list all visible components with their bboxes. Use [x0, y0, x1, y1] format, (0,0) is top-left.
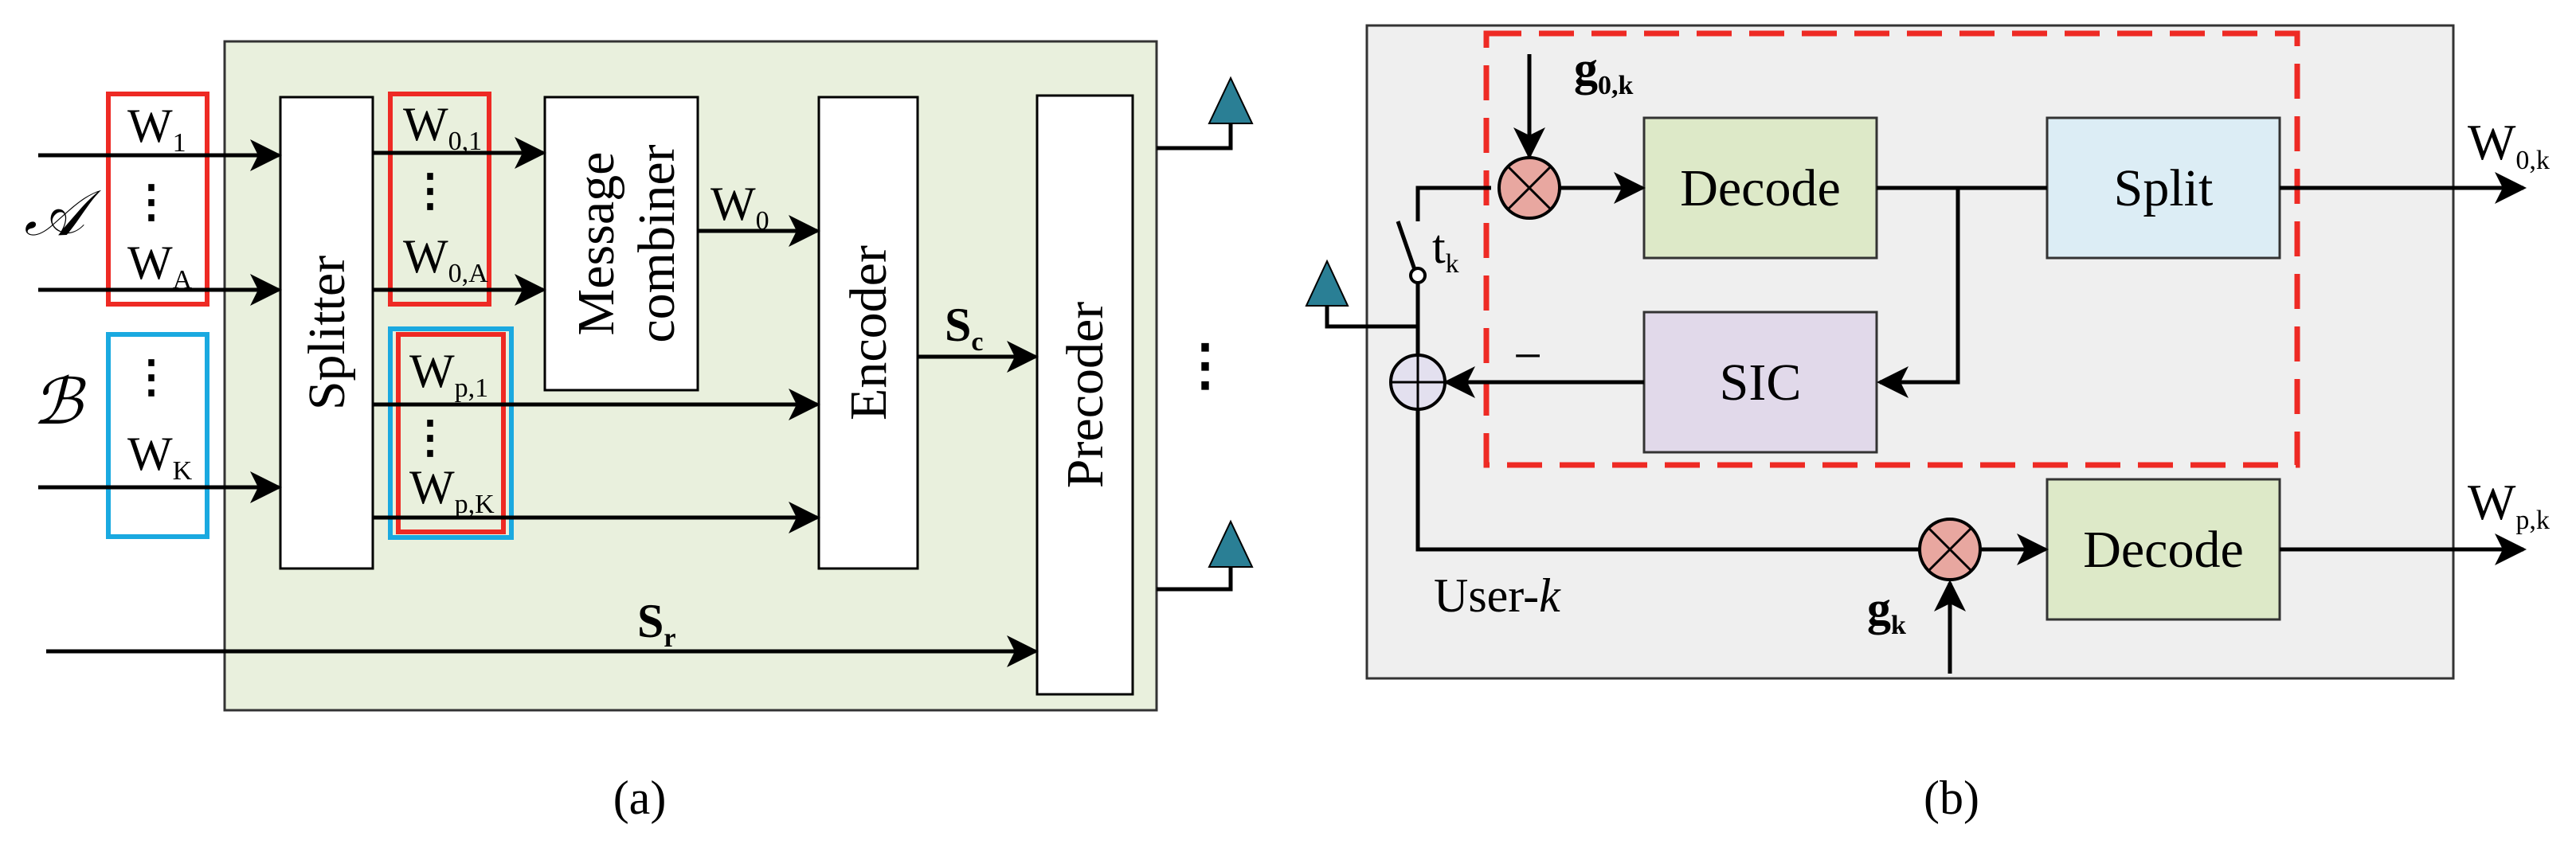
- private-parts-inner-box: [396, 332, 506, 534]
- private-part-wpk-label: Wp,K: [409, 461, 495, 519]
- antenna-top-feed: [1157, 123, 1233, 150]
- panel-a-caption: (a): [613, 772, 667, 824]
- common-stream-sc-label: Sc: [945, 299, 983, 357]
- split-label: Split: [2114, 159, 2214, 217]
- precoder-block: [1035, 94, 1134, 696]
- receiver-antenna-feed: [1325, 279, 1420, 329]
- set-b-label: ℬ: [33, 368, 87, 438]
- decode-bottom-label: Decode: [2083, 521, 2244, 579]
- output-private-label: Wp,k: [2468, 474, 2550, 535]
- private-parts-group-box: [388, 326, 514, 540]
- decode-to-sic-wire: [1877, 188, 1960, 398]
- input-set-a-vdots: ⋮: [129, 178, 174, 227]
- precoder-label: Precoder: [1056, 302, 1114, 489]
- message-combiner-block: [543, 96, 699, 392]
- user-label: User-k: [1434, 569, 1561, 622]
- input-w1-label: W1: [127, 100, 186, 158]
- combiner-label-line2: combiner: [628, 144, 686, 342]
- split-block: [2046, 116, 2281, 260]
- common-part-w0a-label: W0,A: [403, 230, 488, 288]
- encoder-block: [817, 96, 919, 570]
- receiver-antenna-icon: [1305, 259, 1349, 307]
- input-wa-label: WA: [127, 236, 193, 295]
- decode-top-label: Decode: [1680, 159, 1841, 217]
- splitter-label: Splitter: [298, 256, 356, 410]
- panel-a: ⋮ 𝒜 ℬ W1 ⋮ WA ⋮ WK W0,1 ⋮ W0,A Wp,1 ⋮ Wp…: [24, 40, 1254, 824]
- antenna-bottom-icon: [1208, 519, 1254, 568]
- decode-bottom-block: [2046, 478, 2281, 621]
- common-parts-vdots: ⋮: [408, 166, 452, 216]
- panel-b-caption: (b): [1924, 772, 1979, 824]
- sic-label: SIC: [1720, 354, 1802, 412]
- minus-sign: −: [1513, 327, 1542, 384]
- common-part-w01-label: W0,1: [403, 98, 482, 156]
- private-part-wp1-label: Wp,1: [409, 345, 488, 403]
- switch-to-multiplier-wire: [1415, 186, 1491, 221]
- switch-label: tk: [1432, 221, 1459, 279]
- output-common-label: W0,k: [2468, 114, 2550, 175]
- common-parts-group-box: [388, 92, 491, 307]
- decode-top-block: [1642, 116, 1878, 260]
- set-a-label: 𝒜: [24, 179, 101, 249]
- antenna-top-icon: [1208, 76, 1254, 124]
- panel-b: − Decode Split SIC Decode g0,k tk gk Use…: [1305, 24, 2550, 824]
- input-set-b-vdots: ⋮: [129, 353, 174, 402]
- splitter-block: [279, 96, 374, 570]
- combined-message-w0-label: W0: [711, 178, 769, 236]
- set-b-group-box: [106, 332, 209, 539]
- set-a-group-box: [106, 92, 209, 307]
- private-parts-vdots: ⋮: [408, 413, 452, 463]
- switch-contact: [1409, 267, 1427, 284]
- antenna-bottom-feed: [1157, 567, 1233, 592]
- random-stream-sr-label: Sr: [637, 595, 675, 653]
- private-key-label: gk: [1867, 582, 1906, 640]
- adder-to-multiplier-bottom-wire: [1415, 409, 1920, 552]
- common-key-label: g0,k: [1574, 42, 1634, 100]
- common-decoding-dashed-box: [1483, 30, 2300, 468]
- combiner-label-line1: Message: [567, 152, 625, 336]
- multiplier-top-x2: [1506, 165, 1552, 211]
- encoder-label: Encoder: [840, 245, 898, 420]
- antenna-ellipsis: ⋮: [1177, 335, 1233, 397]
- input-wk-label: WK: [127, 428, 193, 486]
- multiplier-bottom-x2: [1927, 526, 1973, 572]
